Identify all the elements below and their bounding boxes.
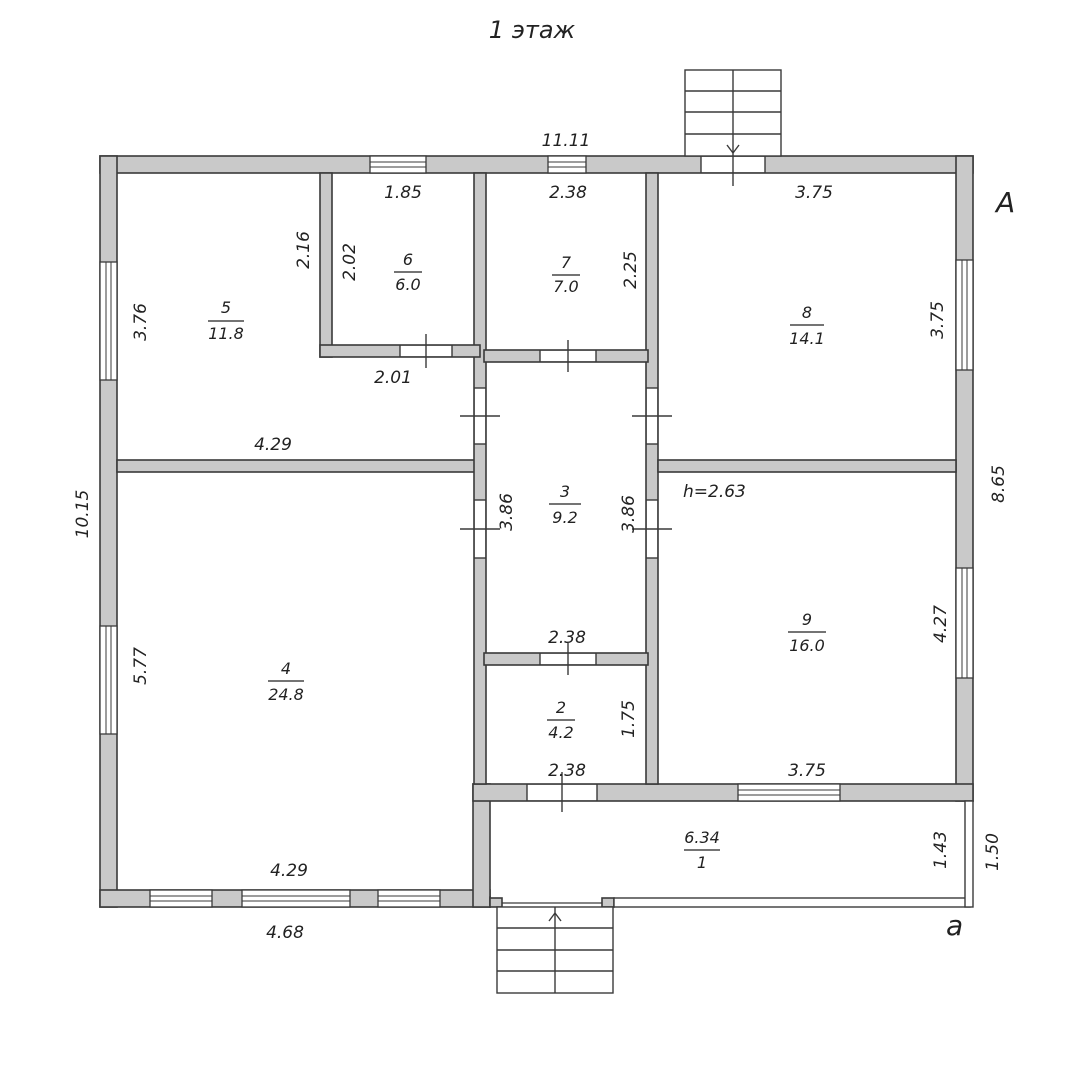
dim-room7-width: 2.38	[549, 183, 587, 203]
dim-room4-width: 4.29	[270, 861, 308, 881]
dim-room2-width: 2.38	[548, 761, 586, 781]
room-number: 7	[561, 253, 572, 272]
dim-porch-depth: 1.43	[931, 831, 951, 869]
dim-overall-height: 10.15	[73, 490, 93, 539]
arrow-up-icon	[548, 911, 562, 922]
interior-walls	[116, 172, 957, 785]
dimension-labels: 11.11 1.85 2.38 3.75 2.01 4.29 2.38 2.38…	[73, 131, 1009, 943]
floor-title: 1 этаж	[489, 16, 576, 44]
dim-room8-height: 3.75	[928, 301, 948, 339]
room-area: 16.0	[789, 636, 825, 655]
room-number: 3	[560, 482, 570, 501]
bottom-stairs	[496, 906, 614, 994]
dim-hall-left-height: 3.86	[497, 493, 517, 531]
room-number: 8	[802, 303, 812, 322]
dim-room9-height: 4.27	[931, 605, 951, 643]
room-number: 9	[802, 610, 812, 629]
dim-hall-width: 2.38	[548, 628, 586, 648]
room-number: 6	[403, 250, 413, 269]
dim-hall-right-height: 3.86	[619, 495, 639, 533]
dim-room7-height: 2.25	[621, 251, 641, 289]
room-number: 4	[281, 659, 291, 678]
room-number: 5	[221, 298, 231, 317]
room-area: 11.8	[208, 324, 244, 343]
room-number: 2	[556, 698, 566, 717]
room-area: 24.8	[268, 685, 304, 704]
dim-room5-partition: 2.16	[294, 231, 314, 269]
room-number: 6.34	[684, 828, 720, 847]
room-area: 14.1	[789, 329, 825, 348]
dim-room8-width: 3.75	[795, 183, 833, 203]
dim-room6-height: 2.02	[340, 243, 360, 281]
room-area: 6.0	[395, 275, 420, 294]
room-labels: 5 11.8 6 6.0 7 7.0 8 14.1 3 9.2 4 24.8 9…	[208, 250, 826, 872]
room-area: 9.2	[552, 508, 577, 527]
dim-room9-width: 3.75	[788, 761, 826, 781]
room-area: 1	[697, 853, 707, 872]
dim-overall-width: 11.11	[542, 131, 591, 151]
top-stairs	[684, 69, 782, 157]
dim-room4-height: 5.77	[131, 647, 151, 685]
dim-room2-height: 1.75	[619, 700, 639, 738]
dim-bottom-width: 4.68	[266, 923, 304, 943]
arrow-down-icon	[726, 144, 740, 155]
ceiling-height: h=2.63	[683, 482, 746, 502]
windows	[99, 155, 974, 908]
room-area: 4.2	[548, 723, 573, 742]
dim-room6-width: 1.85	[384, 183, 422, 203]
axis-label-bottom: а	[946, 909, 963, 942]
dim-room5-width: 4.29	[254, 435, 292, 455]
dim-room5-height: 3.76	[131, 303, 151, 341]
axis-label-top: А	[994, 186, 1015, 219]
dim-room6-bottom: 2.01	[374, 368, 412, 388]
porch	[489, 800, 974, 908]
room-area: 7.0	[553, 277, 578, 296]
doors	[399, 142, 766, 812]
dim-porch-height: 1.50	[983, 833, 1003, 871]
dim-right-height: 8.65	[989, 465, 1009, 503]
